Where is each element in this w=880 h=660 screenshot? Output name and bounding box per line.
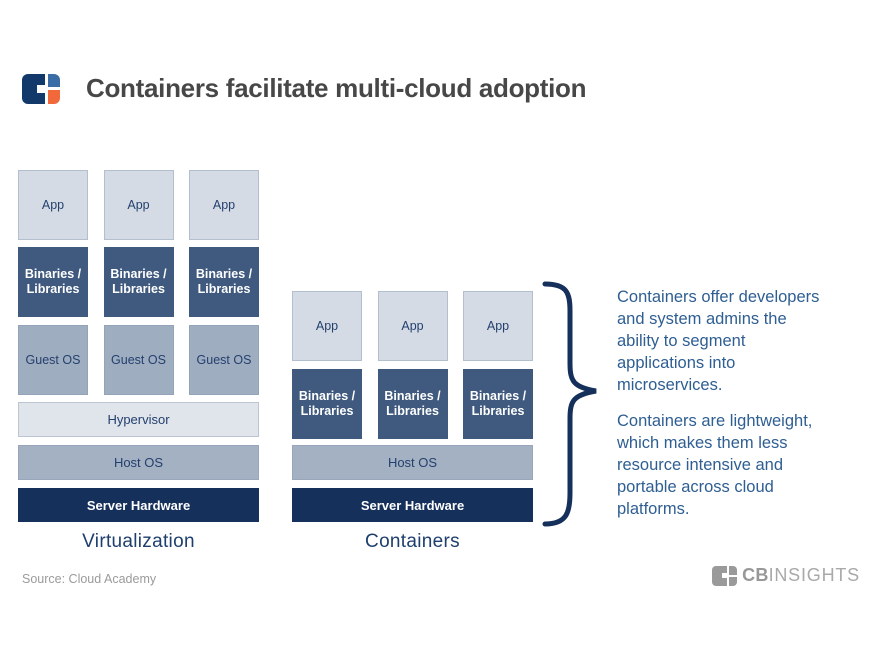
virt-guestos-row: Guest OS Guest OS Guest OS: [18, 325, 259, 395]
virt-app-row: App App App: [18, 170, 259, 240]
containers-stack: App App App Binaries / Libraries Binarie…: [292, 291, 533, 553]
logo-notch: [37, 85, 45, 93]
cbinsights-footer-logo-icon: [712, 565, 738, 586]
virt-app-box-1: App: [18, 170, 88, 240]
footer-logo-left-block: [712, 565, 728, 586]
cont-binaries-box-1: Binaries / Libraries: [292, 369, 362, 439]
hypervisor-bar: Hypervisor: [18, 402, 259, 437]
virt-binaries-box-2: Binaries / Libraries: [103, 247, 174, 317]
virt-app-box-3: App: [189, 170, 259, 240]
cont-host-os-bar: Host OS: [292, 445, 533, 480]
footer-logo-top-block: [729, 565, 738, 575]
logo-orange-block: [48, 90, 60, 104]
cont-app-box-1: App: [292, 291, 362, 361]
virt-server-hardware-bar: Server Hardware: [18, 488, 259, 522]
curly-brace-icon: [542, 281, 597, 527]
containers-label: Containers: [365, 531, 460, 552]
virtualization-stack: App App App Binaries / Libraries Binarie…: [18, 170, 259, 553]
cont-binaries-row: Binaries / Libraries Binaries / Librarie…: [292, 369, 533, 439]
cont-app-row: App App App: [292, 291, 533, 361]
source-credit: Source: Cloud Academy: [22, 572, 157, 586]
cont-binaries-box-3: Binaries / Libraries: [463, 369, 533, 439]
annotation-paragraph-1: Containers offer developers and system a…: [617, 288, 820, 394]
virtualization-label: Virtualization: [82, 531, 195, 552]
virt-app-box-2: App: [103, 170, 174, 240]
logo-left-block: [22, 74, 45, 104]
annotation-text: Containers offer developers and system a…: [617, 286, 822, 534]
logo-blue-block: [48, 74, 60, 87]
cont-app-box-2: App: [377, 291, 448, 361]
cont-binaries-box-2: Binaries / Libraries: [377, 369, 448, 439]
footer-brand-insights: INSIGHTS: [768, 565, 860, 585]
virt-binaries-box-3: Binaries / Libraries: [189, 247, 259, 317]
cbinsights-footer-brand: CB INSIGHTS: [712, 565, 860, 586]
virt-binaries-box-1: Binaries / Libraries: [18, 247, 88, 317]
virt-guestos-box-3: Guest OS: [189, 325, 259, 395]
annotation-paragraph-2: Containers are lightweight, which makes …: [617, 412, 813, 518]
footer-logo-notch: [722, 573, 728, 578]
cbinsights-logo-icon: [22, 74, 60, 104]
footer-brand-cb: CB: [742, 565, 769, 585]
cont-server-hardware-bar: Server Hardware: [292, 488, 533, 522]
page-title: Containers facilitate multi-cloud adopti…: [86, 73, 587, 103]
virt-guestos-box-1: Guest OS: [18, 325, 88, 395]
footer-logo-bottom-block: [729, 576, 738, 586]
virt-guestos-box-2: Guest OS: [103, 325, 174, 395]
virt-binaries-row: Binaries / Libraries Binaries / Librarie…: [18, 247, 259, 317]
virt-host-os-bar: Host OS: [18, 445, 259, 480]
cont-app-box-3: App: [463, 291, 533, 361]
